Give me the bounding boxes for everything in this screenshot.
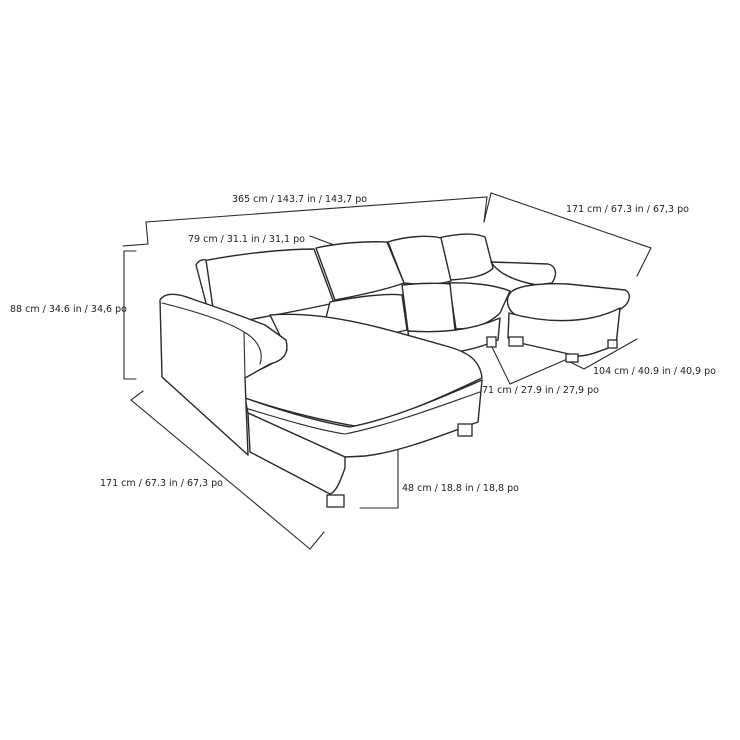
sofa-foot — [486, 336, 497, 348]
chaise-corner-base — [247, 412, 346, 495]
overall-width-label: 365 cm / 143.7 in / 143,7 po — [232, 194, 367, 205]
seat-depth-label: 79 cm / 31.1 in / 31,1 po — [188, 234, 305, 245]
chaise-width-label: 71 cm / 27.9 in / 27,9 po — [482, 385, 599, 396]
overall-height-dimension-line — [123, 250, 137, 380]
right-arm — [490, 261, 557, 286]
left-chaise-length-dimension-line — [130, 390, 325, 550]
ottoman-foot-front — [565, 353, 579, 363]
back-cushion-center-left — [315, 241, 405, 301]
overall-height-label: 88 cm / 34.6 in / 34,6 po — [10, 304, 127, 315]
ottoman-foot-right — [607, 339, 618, 349]
seat-cushion-right — [447, 282, 511, 330]
right-chaise-length-label: 171 cm / 67.3 in / 67,3 po — [566, 204, 689, 215]
overall-width-dimension-line — [122, 196, 488, 247]
chaise-foot-right — [457, 423, 473, 437]
sectional-sofa-drawing — [159, 233, 630, 508]
left-chaise-length-label: 171 cm / 67.3 in / 67,3 po — [100, 478, 223, 489]
ottoman-base — [507, 307, 621, 357]
back-cushion-right — [437, 233, 494, 281]
chaise-foot-front — [326, 494, 345, 508]
ottoman-foot-left — [508, 336, 524, 347]
chaise-arm — [159, 293, 288, 456]
chaise-width-dimension-line — [490, 344, 582, 385]
chaise-arm-inner — [243, 331, 246, 379]
right-chaise-length-dimension-line — [483, 192, 652, 277]
chaise-seam — [244, 391, 481, 435]
seat-cushion-middle — [401, 282, 456, 333]
ottoman-width-label: 104 cm / 40.9 in / 40,9 po — [593, 366, 716, 377]
ottoman-width-dimension-line — [567, 338, 638, 370]
seat-height-label: 48 cm / 18.8 in / 18,8 po — [402, 483, 519, 494]
